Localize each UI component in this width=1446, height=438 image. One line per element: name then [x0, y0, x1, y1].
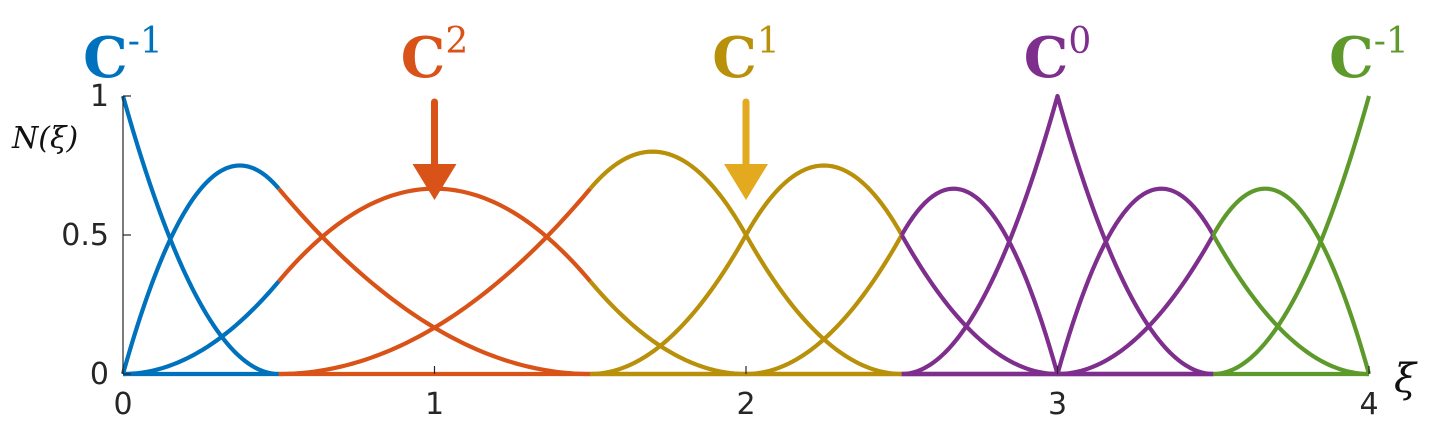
basis-curve-n1-segment-1 [277, 187, 591, 377]
basis-curve-n1-segment-0 [120, 163, 281, 375]
x-tick-label: 1 [425, 387, 444, 422]
continuity-superscript: 2 [445, 21, 468, 62]
basis-curve-n5-segment-2 [590, 233, 904, 377]
x-tick-label: 4 [1359, 387, 1378, 422]
basis-curve-n8-segment-4 [1211, 186, 1372, 375]
basis-curve-n3-segment-1 [278, 187, 592, 377]
arrow-head [412, 164, 457, 200]
basis-curve-n9-segment-4 [1213, 95, 1372, 377]
continuity-superscript: 1 [757, 21, 780, 62]
basis-curve-n4-segment-2 [590, 163, 904, 377]
x-tick-label: 0 [113, 387, 132, 422]
continuity-base: C [1329, 25, 1374, 91]
continuity-label-3: C0 [1024, 21, 1091, 91]
continuity-superscript: 0 [1068, 21, 1091, 62]
x-axis-label: ξ [1394, 356, 1418, 402]
basis-curve-n7-segment-4 [1211, 233, 1370, 377]
basis-curve-n2-segment-1 [277, 186, 592, 283]
continuity-superscript: -1 [1374, 21, 1409, 62]
continuity-superscript: -1 [128, 21, 163, 62]
continuity-label-0: C-1 [83, 21, 163, 91]
continuity-arrow-1 [724, 98, 768, 200]
continuity-base: C [401, 25, 446, 91]
continuity-label-2: C1 [712, 21, 779, 91]
continuity-label-4: C-1 [1329, 21, 1409, 91]
x-tick-label: 3 [1048, 387, 1067, 422]
basis-curve-n2-segment-0 [122, 279, 281, 377]
axes: 0 0.5 1 0 1 2 3 4 [61, 79, 1378, 422]
y-tick-label: 0.5 [61, 218, 109, 253]
x-tick-label: 2 [736, 387, 755, 422]
continuity-label-1: C2 [401, 21, 468, 91]
basis-curve-n0-segment-0 [120, 95, 279, 377]
y-tick-label: 1 [90, 79, 109, 114]
y-tick-label: 0 [90, 357, 109, 392]
continuity-arrow-0 [412, 98, 457, 200]
continuity-base: C [1024, 25, 1069, 91]
continuity-base: C [83, 25, 128, 91]
y-axis-label: N(ξ) [11, 121, 78, 156]
continuity-base: C [712, 25, 757, 91]
arrow-head [724, 164, 768, 200]
basis-curve-n6-segment-3 [901, 93, 1214, 377]
